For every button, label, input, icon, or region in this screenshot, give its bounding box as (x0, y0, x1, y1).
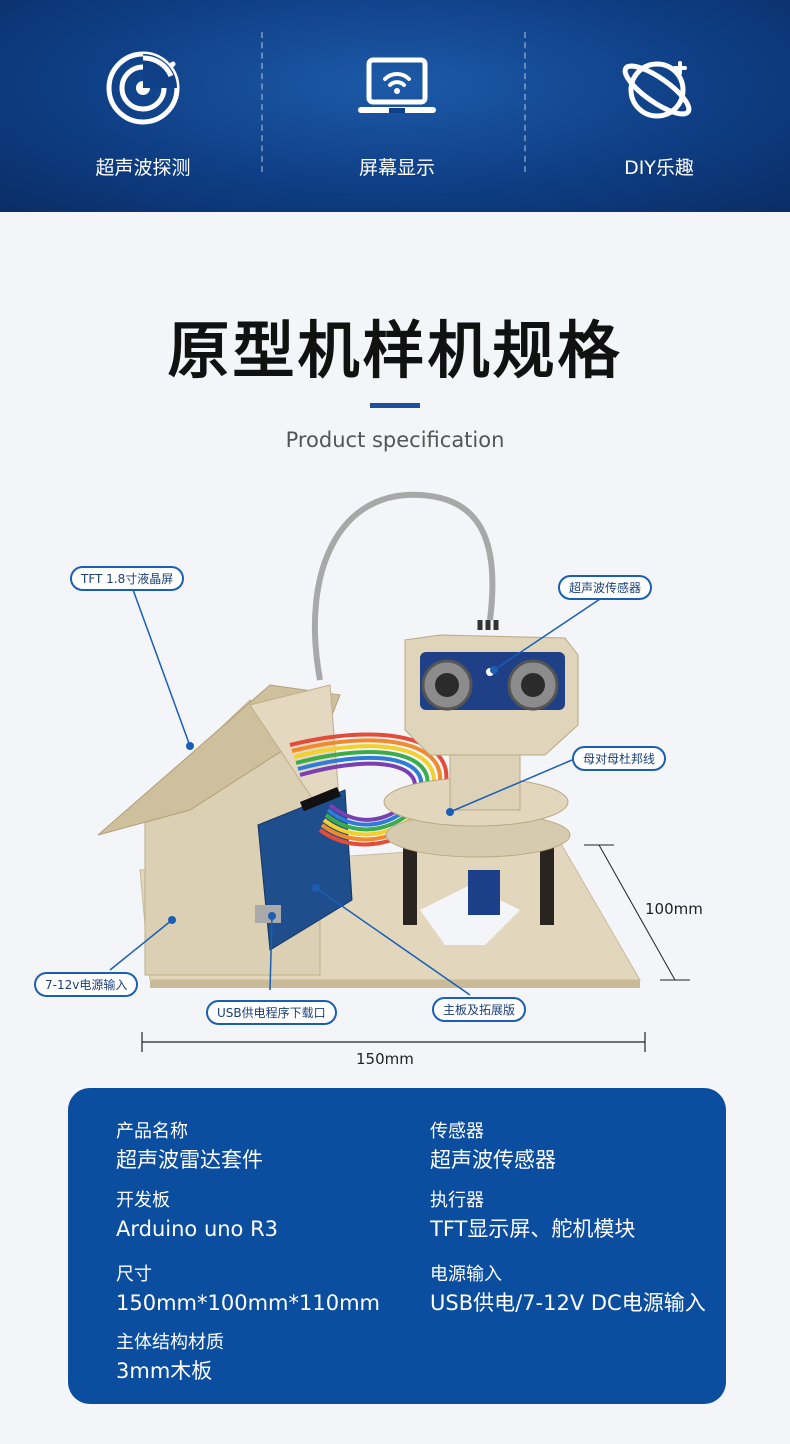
spec-key: 产品名称 (116, 1121, 188, 1142)
spec-item: 尺寸 150mm*100mm*110mm (116, 1263, 380, 1317)
callout-tft: TFT 1.8寸液晶屏 (70, 566, 185, 591)
feature-diy: DIY乐趣 (528, 0, 790, 212)
divider (524, 32, 526, 172)
spec-card: 产品名称 超声波雷达套件 传感器 超声波传感器 开发板 Arduino uno … (68, 1088, 726, 1404)
product-diagram: TFT 1.8寸液晶屏 超声波传感器 母对母杜邦线 7-12v电源输入 USB供… (0, 480, 790, 1080)
spec-key: 主体结构材质 (116, 1332, 224, 1353)
spec-value: 超声波传感器 (430, 1148, 556, 1172)
feature-ultrasonic: 超声波探测 (12, 0, 274, 212)
page-subtitle: Product specification (285, 428, 505, 452)
spec-value: 150mm*100mm*110mm (116, 1291, 380, 1315)
spec-item: 传感器 超声波传感器 (430, 1120, 556, 1174)
spec-value: USB供电/7-12V DC电源输入 (430, 1291, 706, 1315)
spec-value: 3mm木板 (116, 1359, 213, 1383)
page-title: 原型机样机规格 (167, 314, 623, 387)
spec-key: 尺寸 (116, 1264, 152, 1285)
callout-dupont: 母对母杜邦线 (572, 746, 667, 771)
spec-item: 电源输入 USB供电/7-12V DC电源输入 (430, 1263, 706, 1317)
feature-diy-label: DIY乐趣 (624, 157, 694, 179)
callout-power: 7-12v电源输入 (34, 972, 139, 997)
divider (261, 32, 263, 172)
feature-banner: 超声波探测 屏幕显示 DIY乐趣 (0, 0, 790, 212)
spec-key: 执行器 (430, 1190, 484, 1211)
spec-item: 主体结构材质 3mm木板 (116, 1331, 224, 1385)
spec-key: 传感器 (430, 1121, 484, 1142)
radar-icon (106, 51, 180, 125)
callout-ultrasonic: 超声波传感器 (558, 575, 653, 600)
spec-item: 产品名称 超声波雷达套件 (116, 1120, 263, 1174)
feature-screen: 屏幕显示 (266, 0, 528, 212)
spec-key: 开发板 (116, 1190, 170, 1211)
spec-value: TFT显示屏、舵机模块 (430, 1217, 636, 1241)
product-illustration (97, 491, 690, 1052)
dimension-width: 150mm (356, 1050, 414, 1068)
feature-ultrasonic-label: 超声波探测 (95, 157, 191, 179)
title-underline (370, 403, 420, 408)
spec-value: 超声波雷达套件 (116, 1148, 263, 1172)
spec-value: Arduino uno R3 (116, 1217, 279, 1241)
spec-item: 执行器 TFT显示屏、舵机模块 (430, 1189, 635, 1243)
callout-board: 主板及拓展版 (432, 997, 527, 1022)
planet-icon (622, 61, 692, 119)
feature-screen-label: 屏幕显示 (358, 157, 435, 179)
callout-usb: USB供电程序下载口 (206, 1000, 337, 1025)
laptop-wifi-icon (358, 57, 436, 113)
dimension-depth: 100mm (645, 900, 703, 918)
spec-item: 开发板 Arduino uno R3 (116, 1189, 278, 1243)
spec-key: 电源输入 (430, 1264, 502, 1285)
